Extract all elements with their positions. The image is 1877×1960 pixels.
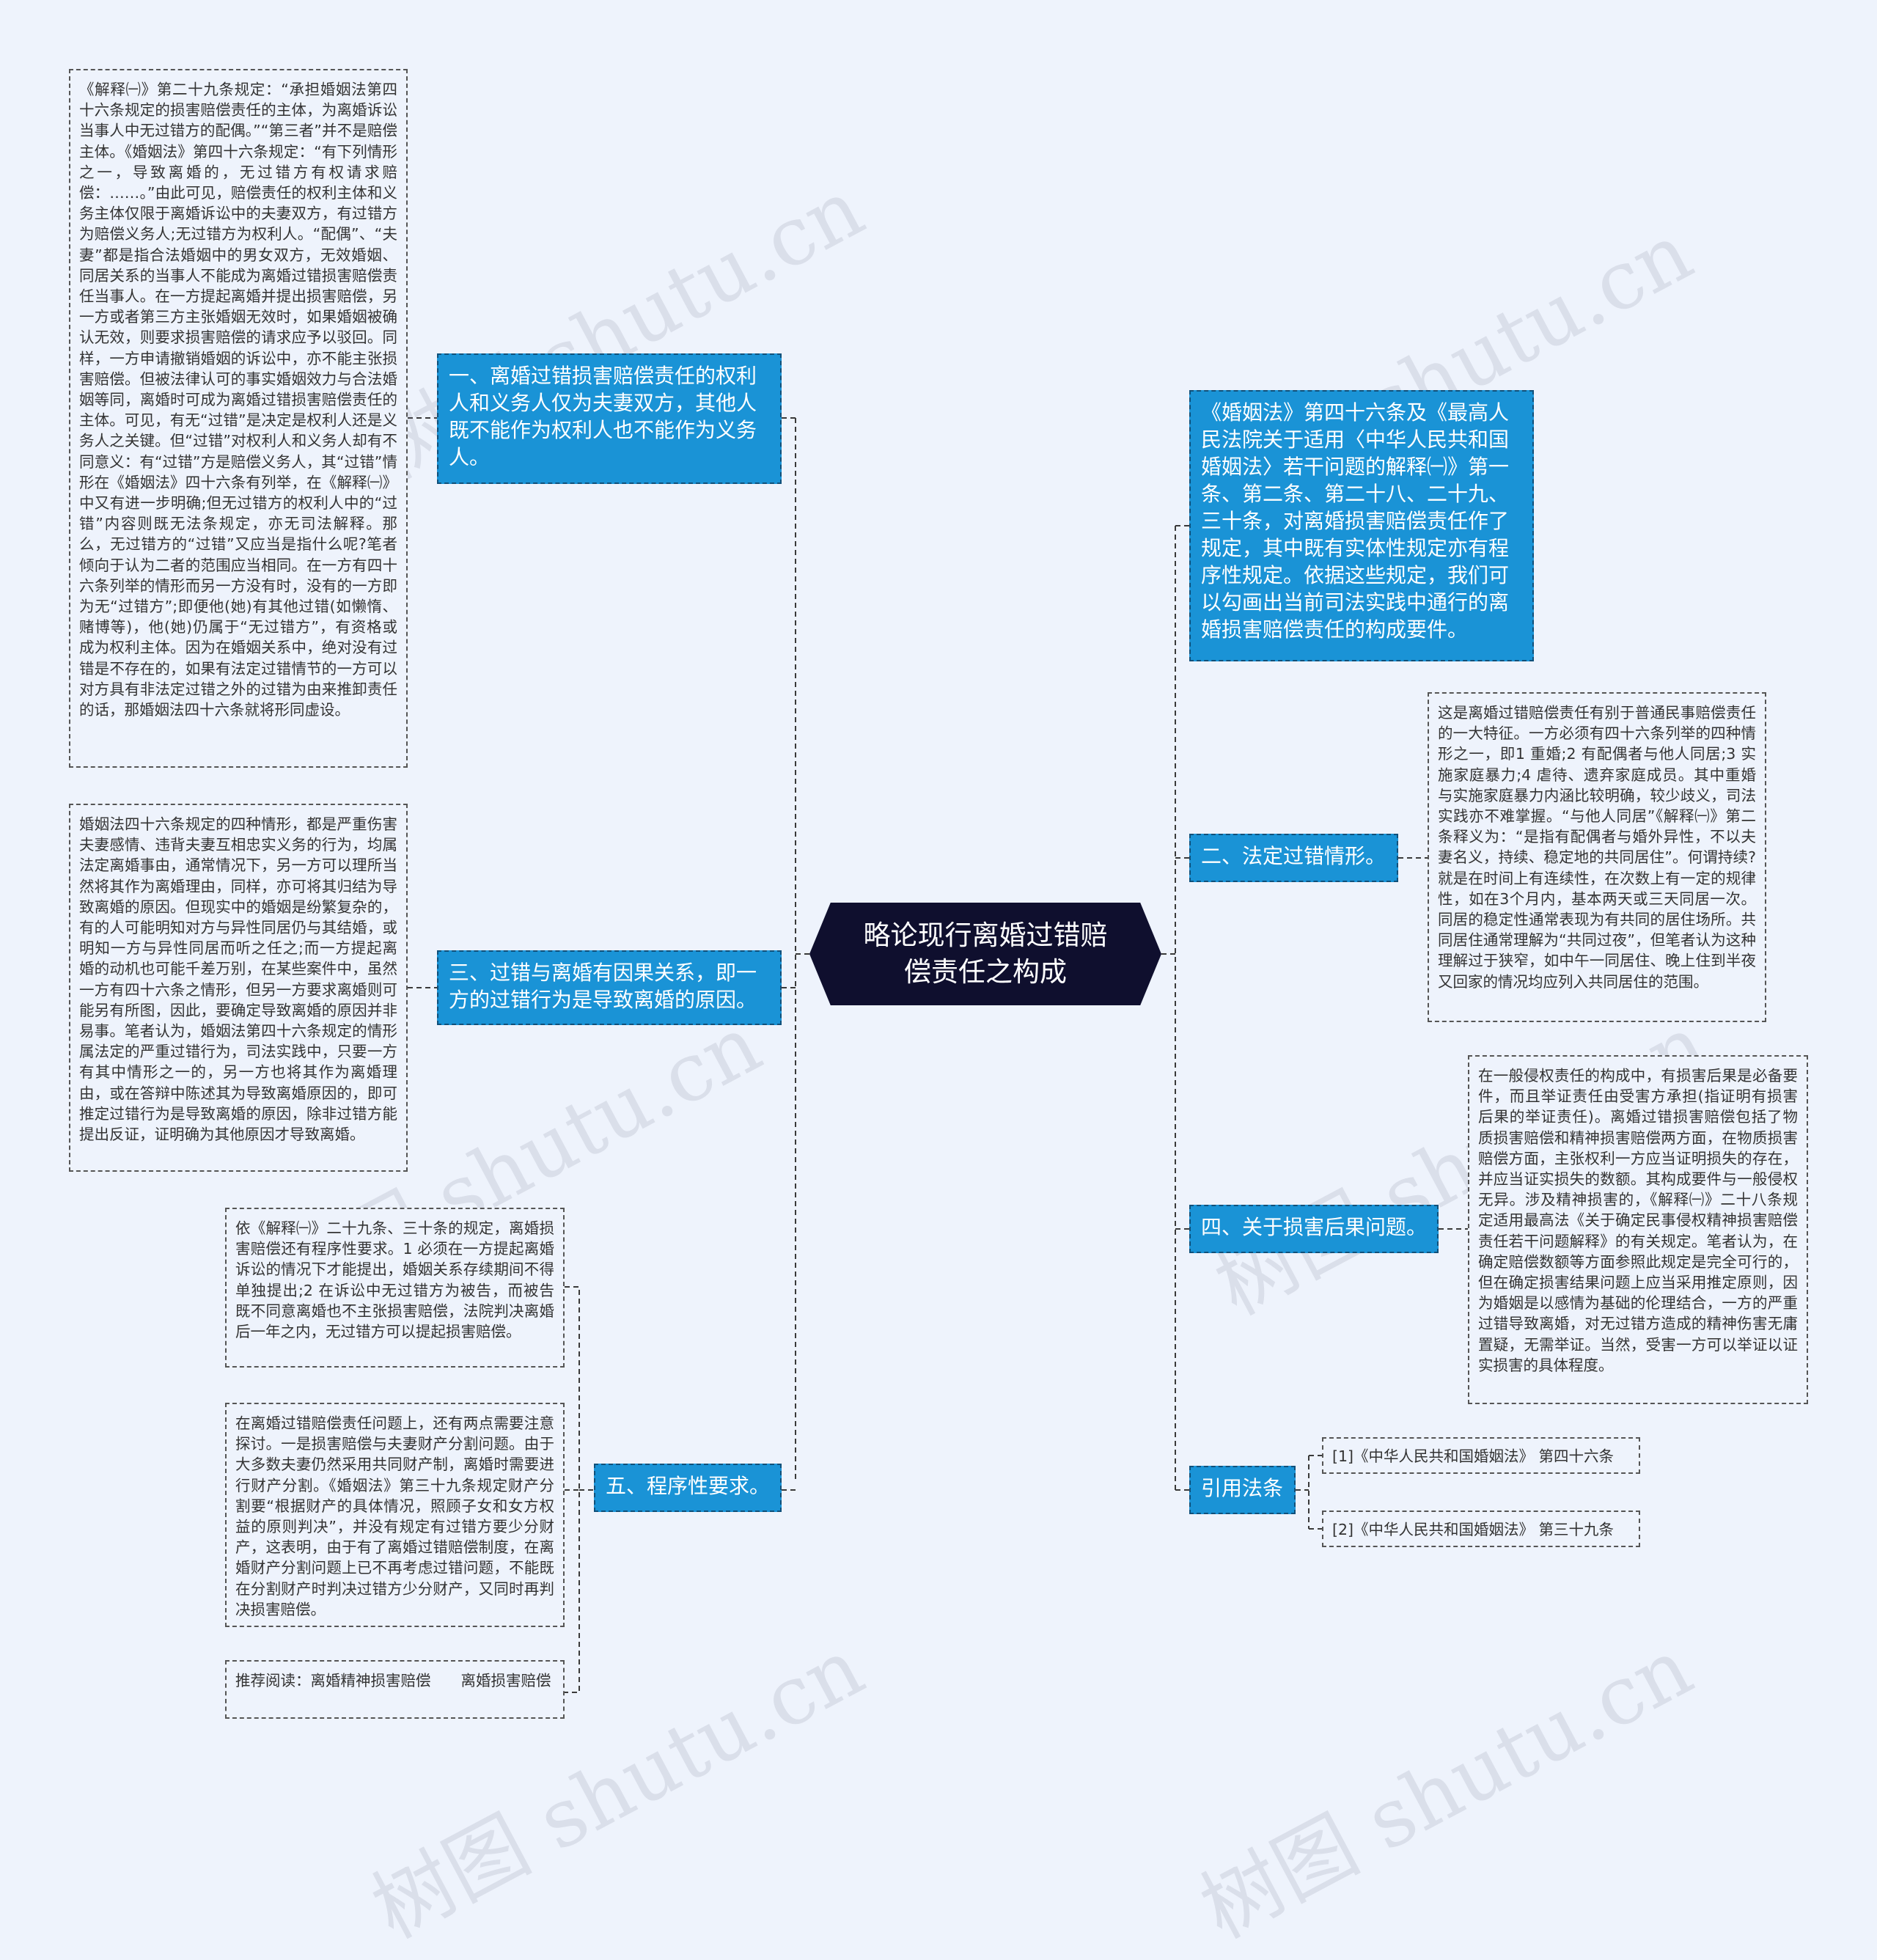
branch-3-label: 三、过错与离婚有因果关系，即一方的过错行为是导致离婚的原因。 xyxy=(449,961,757,1012)
branch-5-label: 五、程序性要求。 xyxy=(606,1474,771,1498)
cited-statute-2[interactable]: [2]《中华人民共和国婚姻法》 第三十九条 xyxy=(1322,1511,1640,1547)
branch-3-causation[interactable]: 三、过错与离婚有因果关系，即一方的过错行为是导致离婚的原因。 xyxy=(437,950,782,1025)
branch-1-obligors[interactable]: 一、离婚过错损害赔偿责任的权利人和义务人仅为夫妻双方，其他人既不能作为权利人也不… xyxy=(437,353,782,484)
detail-branch-5-procedure[interactable]: 依《解释㈠》二十九条、三十条的规定，离婚损害赔偿还有程序性要求。1 必须在一方提… xyxy=(225,1208,565,1368)
detail-branch-2-text: 这是离婚过错赔偿责任有别于普通民事赔偿责任的一大特征。一方必须有四十六条列举的四… xyxy=(1438,704,1756,991)
branch-4-label: 四、关于损害后果问题。 xyxy=(1201,1215,1428,1239)
branch-cited-label: 引用法条 xyxy=(1201,1476,1284,1500)
branch-1-label: 一、离婚过错损害赔偿责任的权利人和义务人仅为夫妻双方，其他人既不能作为权利人也不… xyxy=(449,364,757,469)
branch-5-procedure[interactable]: 五、程序性要求。 xyxy=(594,1464,782,1512)
connector-lines xyxy=(408,417,1468,1693)
branch-4-damage[interactable]: 四、关于损害后果问题。 xyxy=(1189,1205,1439,1253)
detail-branch-3[interactable]: 婚姻法四十六条规定的四种情形，都是严重伤害夫妻感情、违背夫妻互相忠实义务的行为，… xyxy=(69,804,408,1172)
recommended-reading-text: 推荐阅读：离婚精神损害赔偿 离婚损害赔偿 xyxy=(235,1672,551,1689)
central-topic-title: 略论现行离婚过错赔偿责任之构成 xyxy=(863,920,1108,988)
branch-2-label: 二、法定过错情形。 xyxy=(1201,844,1386,868)
detail-branch-5-property-text: 在离婚过错赔偿责任问题上，还有两点需要注意探讨。一是损害赔偿与夫妻财产分割问题。… xyxy=(235,1414,554,1618)
branch-intro-label: 《婚姻法》第四十六条及《最高人民法院关于适用〈中华人民共和国婚姻法〉若干问题的解… xyxy=(1201,400,1510,642)
branch-intro-statutes[interactable]: 《婚姻法》第四十六条及《最高人民法院关于适用〈中华人民共和国婚姻法〉若干问题的解… xyxy=(1189,390,1534,661)
detail-branch-5-property[interactable]: 在离婚过错赔偿责任问题上，还有两点需要注意探讨。一是损害赔偿与夫妻财产分割问题。… xyxy=(225,1403,565,1627)
detail-branch-1-text: 《解释㈠》第二十九条规定：“承担婚姻法第四十六条规定的损害赔偿责任的主体，为离婚… xyxy=(79,81,397,719)
branch-cited-statutes[interactable]: 引用法条 xyxy=(1189,1466,1296,1514)
cited-statute-1-text: [1]《中华人民共和国婚姻法》 第四十六条 xyxy=(1332,1447,1615,1465)
cited-statute-2-text: [2]《中华人民共和国婚姻法》 第三十九条 xyxy=(1332,1521,1615,1538)
detail-branch-5-procedure-text: 依《解释㈠》二十九条、三十条的规定，离婚损害赔偿还有程序性要求。1 必须在一方提… xyxy=(235,1219,554,1341)
detail-branch-4-text: 在一般侵权责任的构成中，有损害后果是必备要件，而且举证责任由受害方承担(指证明有… xyxy=(1478,1067,1798,1374)
cited-statute-1[interactable]: [1]《中华人民共和国婚姻法》 第四十六条 xyxy=(1322,1437,1640,1474)
detail-branch-2[interactable]: 这是离婚过错赔偿责任有别于普通民事赔偿责任的一大特征。一方必须有四十六条列举的四… xyxy=(1428,692,1766,1022)
detail-branch-3-text: 婚姻法四十六条规定的四种情形，都是严重伤害夫妻感情、违背夫妻互相忠实义务的行为，… xyxy=(79,815,397,1144)
recommended-reading[interactable]: 推荐阅读：离婚精神损害赔偿 离婚损害赔偿 xyxy=(225,1660,565,1719)
central-topic[interactable]: 略论现行离婚过错赔偿责任之构成 xyxy=(809,903,1161,1005)
detail-branch-1[interactable]: 《解释㈠》第二十九条规定：“承担婚姻法第四十六条规定的损害赔偿责任的主体，为离婚… xyxy=(69,69,408,768)
detail-branch-4[interactable]: 在一般侵权责任的构成中，有损害后果是必备要件，而且举证责任由受害方承担(指证明有… xyxy=(1468,1055,1808,1404)
branch-2-fault-circumstances[interactable]: 二、法定过错情形。 xyxy=(1189,834,1398,882)
